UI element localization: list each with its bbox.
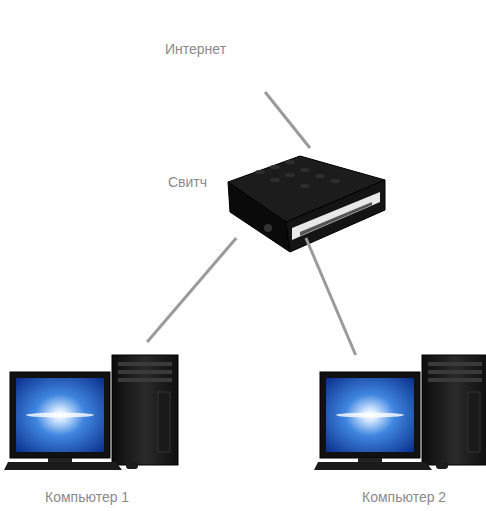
computer-node: Компьютер 1 (8, 342, 178, 510)
network-cable (265, 92, 310, 148)
switch-node: Свитч (225, 148, 388, 238)
network-cable (147, 238, 236, 342)
node-label: Компьютер 2 (362, 489, 446, 505)
computer-node: Компьютер 2 (318, 355, 486, 510)
node-label: Интернет (165, 41, 226, 57)
network-node: Интернет (160, 38, 270, 92)
network-cable (306, 238, 356, 355)
node-label: Компьютер 1 (45, 489, 129, 505)
node-label: Свитч (168, 174, 207, 190)
